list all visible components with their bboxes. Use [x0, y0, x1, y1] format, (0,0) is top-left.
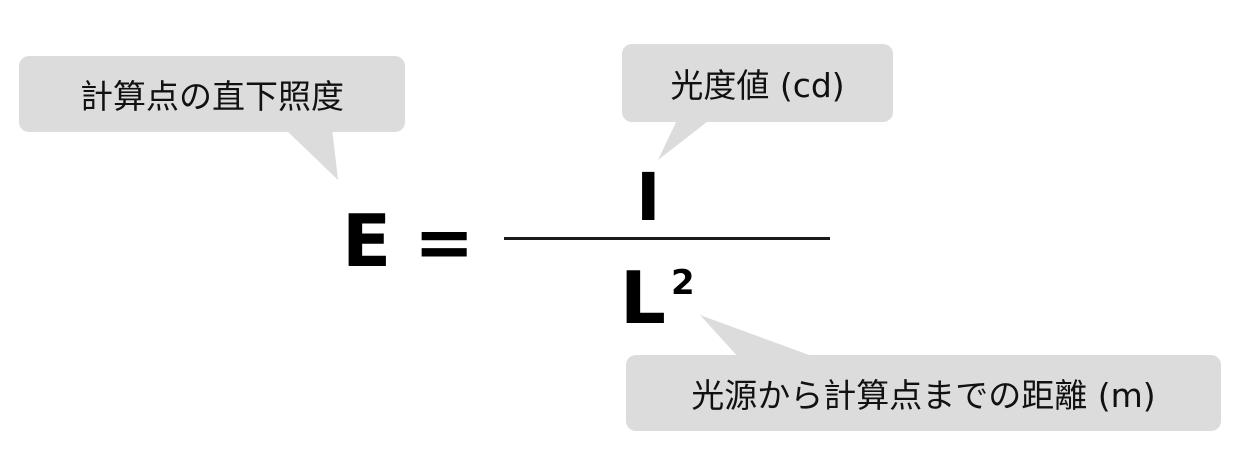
- formula-denominator-l: L: [620, 256, 666, 340]
- callout-illuminance-tail: [284, 128, 338, 180]
- formula-exponent: 2: [671, 263, 695, 303]
- fraction-bar: [504, 237, 830, 240]
- callout-intensity-tail: [658, 118, 712, 160]
- formula-lhs-e: E: [342, 199, 392, 283]
- callout-distance: 光源から計算点までの距離 (m): [626, 355, 1221, 431]
- callout-illuminance-label: 計算点の直下照度: [80, 77, 344, 116]
- formula-equals-sign: =: [414, 200, 475, 284]
- callout-distance-label: 光源から計算点までの距離 (m): [691, 376, 1156, 415]
- callout-intensity-label: 光度値 (cd): [670, 66, 845, 105]
- formula-numerator-i: I: [636, 159, 661, 236]
- callout-intensity: 光度値 (cd): [622, 44, 893, 122]
- callout-illuminance: 計算点の直下照度: [19, 56, 405, 132]
- callout-distance-tail: [700, 315, 820, 359]
